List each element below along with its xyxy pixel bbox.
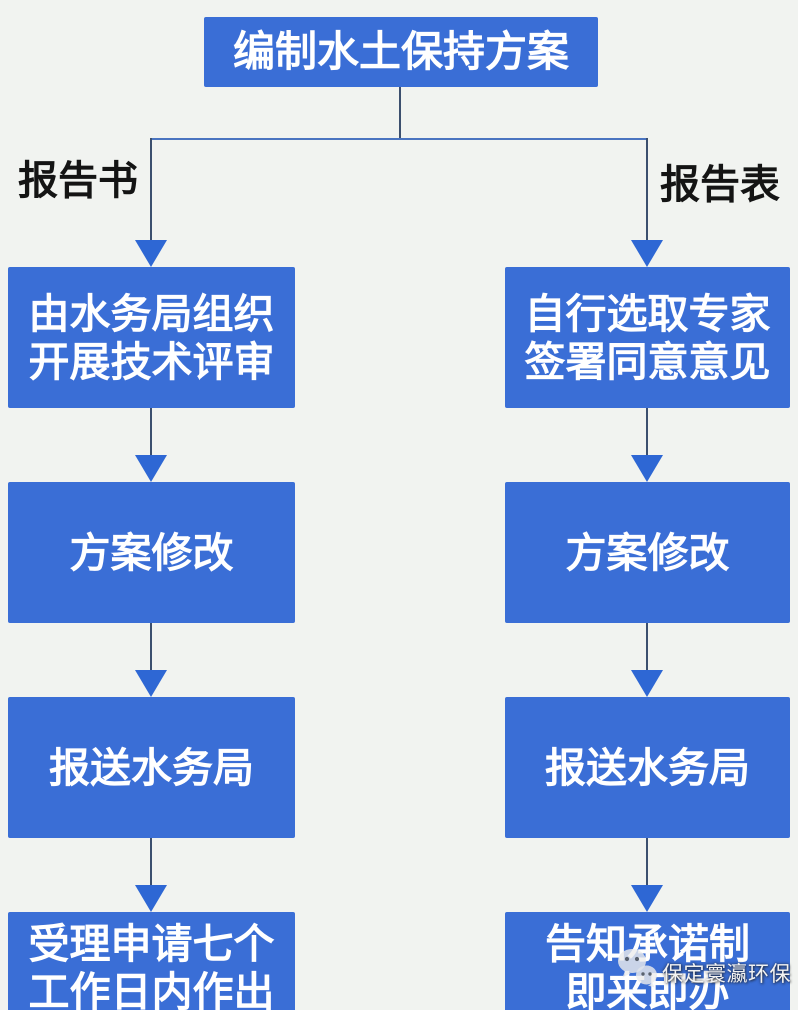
flow-node-root: 编制水土保持方案 — [204, 17, 598, 87]
connector-left-3 — [150, 838, 152, 888]
wechat-icon — [618, 949, 657, 988]
watermark-text: 保定寰瀛环保 — [662, 963, 791, 986]
arrow-down-icon — [135, 240, 167, 267]
arrow-down-icon — [135, 885, 167, 912]
arrow-down-icon — [631, 885, 663, 912]
connector-branch-bar — [150, 138, 648, 140]
flow-node-label: 方案修改 — [69, 529, 234, 576]
branch-label-report-form: 报告表 — [660, 163, 780, 207]
arrow-down-icon — [135, 455, 167, 482]
connector-right-1 — [646, 408, 648, 458]
flow-node-label: 受理申请七个 工作日内作出 — [28, 921, 275, 1010]
connector-left-1 — [150, 408, 152, 458]
arrow-down-icon — [631, 670, 663, 697]
connector-left-drop — [150, 138, 152, 242]
arrow-down-icon — [135, 670, 167, 697]
flow-node-label: 报送水务局 — [49, 744, 254, 791]
flow-node-label: 由水务局组织 开展技术评审 — [28, 290, 275, 385]
flow-node-label: 方案修改 — [565, 529, 730, 576]
flow-node-root-label: 编制水土保持方案 — [232, 28, 569, 75]
connector-right-2 — [646, 623, 648, 673]
flow-node-right-submit-water-bureau: 报送水务局 — [505, 697, 790, 838]
flow-node-left-plan-revision: 方案修改 — [8, 482, 295, 623]
arrow-down-icon — [631, 455, 663, 482]
flow-node-label: 报送水务局 — [545, 744, 750, 791]
connector-right-3 — [646, 838, 648, 888]
connector-root-stem — [399, 87, 401, 139]
flow-node-left-technical-review: 由水务局组织 开展技术评审 — [8, 267, 295, 408]
branch-label-report-book: 报告书 — [18, 159, 138, 203]
flow-node-label: 告知承诺制 即来即办 — [545, 921, 750, 1010]
connector-right-drop — [646, 138, 648, 242]
connector-left-2 — [150, 623, 152, 673]
arrow-down-icon — [631, 240, 663, 267]
flow-node-left-submit-water-bureau: 报送水务局 — [8, 697, 295, 838]
flow-node-label: 自行选取专家 签署同意意见 — [524, 290, 771, 385]
watermark: 保定寰瀛环保 — [616, 946, 791, 990]
flow-node-right-plan-revision: 方案修改 — [505, 482, 790, 623]
flow-node-right-notification-commitment: 告知承诺制 即来即办 — [505, 912, 790, 1010]
flow-node-left-acceptance-decision: 受理申请七个 工作日内作出 — [8, 912, 295, 1010]
flow-node-right-expert-signoff: 自行选取专家 签署同意意见 — [505, 267, 790, 408]
